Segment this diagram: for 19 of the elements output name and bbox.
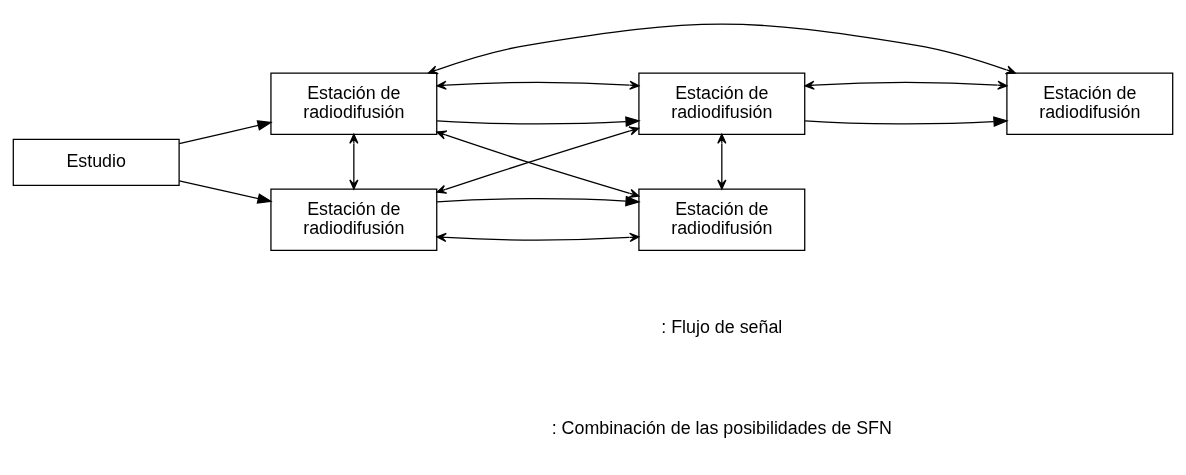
legend-label: : Combinación de las posibilidades de SFN [551,417,892,438]
arrow [178,119,273,144]
node-box: Estación de radiodifusión [270,71,438,135]
node-box: Estación de radiodifusión [1006,71,1174,135]
arrow [427,22,1016,74]
node-box: Estación de radiodifusión [638,188,806,251]
arrow [178,179,273,204]
arrow [436,80,640,90]
arrow [436,195,641,206]
arrow [349,133,359,190]
node-box: Estudio [12,138,180,186]
legend-label: : Flujo de señal [661,316,783,337]
arrow [436,115,641,127]
arrow [717,133,727,190]
node-box: Estación de radiodifusión [270,188,438,251]
node-box: Estación de radiodifusión [638,71,806,135]
arrow [436,232,640,242]
arrow [804,80,1008,90]
arrow [804,115,1009,127]
